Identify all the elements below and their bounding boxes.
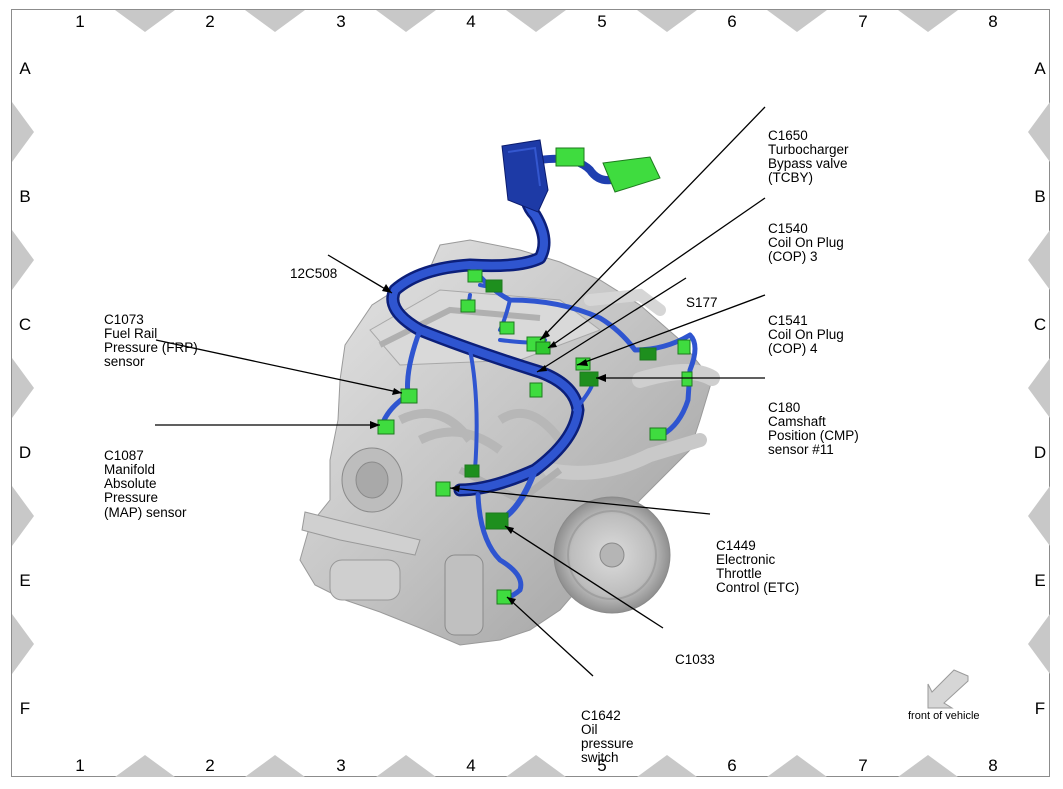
grid-marker-left-1	[12, 230, 34, 290]
leader-arrowheads	[370, 284, 606, 605]
grid-marker-right-2	[1028, 358, 1050, 418]
grid-column-7-top: 7	[858, 12, 868, 31]
grid-column-8-top: 8	[988, 12, 998, 31]
grid-column-3-bottom: 3	[336, 756, 346, 775]
grid-marker-bottom-5	[767, 755, 827, 777]
connector-c1033	[485, 512, 509, 530]
grid-row-E-left: E	[19, 571, 31, 590]
grid-row-B-right: B	[1034, 187, 1046, 206]
grid-column-2-bottom: 2	[205, 756, 215, 775]
grid-marker-right-1	[1028, 230, 1050, 290]
grid-row-A-left: A	[19, 59, 31, 78]
connector-c1449	[435, 481, 451, 497]
grid-column-6-bottom: 6	[727, 756, 737, 775]
grid-marker-bottom-0	[115, 755, 175, 777]
connectors	[377, 147, 693, 605]
grid-row-E-right: E	[1034, 571, 1046, 590]
grid-column-5-top: 5	[597, 12, 607, 31]
grid-column-8-bottom: 8	[988, 756, 998, 775]
leader-lines	[155, 106, 766, 677]
grid-column-1-bottom: 1	[75, 756, 85, 775]
grid-row-D-left: D	[18, 443, 32, 462]
front-of-vehicle-label: front of vehicle	[908, 710, 980, 722]
callout-c1033: C1033	[675, 651, 715, 667]
connector-top-right	[602, 156, 661, 193]
connector-c1073	[400, 388, 418, 404]
grid-marker-left-3	[12, 486, 34, 546]
grid-column-3-top: 3	[336, 12, 346, 31]
grid-marker-right-0	[1028, 102, 1050, 162]
grid-marker-top-4	[637, 10, 697, 32]
grid-row-C-left: C	[18, 315, 32, 334]
grid-marker-bottom-3	[506, 755, 566, 777]
grid-column-5-bottom: 5	[597, 756, 607, 775]
connector-c1087	[377, 419, 395, 435]
grid-marker-bottom-6	[898, 755, 958, 777]
connector-c1540	[535, 341, 551, 355]
grid-marker-left-0	[12, 102, 34, 162]
grid-row-F-left: F	[19, 699, 31, 718]
grid-row-C-right: C	[1033, 315, 1047, 334]
grid-marker-bottom-4	[637, 755, 697, 777]
grid-marker-bottom-1	[245, 755, 305, 777]
grid-column-6-top: 6	[727, 12, 737, 31]
grid-row-B-left: B	[19, 187, 31, 206]
grid-marker-top-6	[898, 10, 958, 32]
grid-row-A-right: A	[1034, 59, 1046, 78]
connector-top-left	[555, 147, 585, 167]
grid-row-F-right: F	[1034, 699, 1046, 718]
grid-marker-top-1	[245, 10, 305, 32]
callout-s177: S177	[686, 294, 718, 310]
grid-marker-right-3	[1028, 486, 1050, 546]
pcm-module	[501, 139, 549, 213]
grid-marker-bottom-2	[376, 755, 436, 777]
grid-marker-top-5	[767, 10, 827, 32]
grid-marker-top-3	[506, 10, 566, 32]
grid-row-D-right: D	[1033, 443, 1047, 462]
grid-column-1-top: 1	[75, 12, 85, 31]
grid-column-2-top: 2	[205, 12, 215, 31]
connector-c180	[579, 371, 599, 387]
grid-markers	[12, 10, 1050, 777]
grid-marker-left-4	[12, 614, 34, 674]
grid-column-4-bottom: 4	[466, 756, 476, 775]
connector-c1642	[496, 589, 512, 605]
grid-marker-left-2	[12, 358, 34, 418]
grid-marker-top-2	[376, 10, 436, 32]
engine-body	[299, 239, 720, 646]
callout-12c508: 12C508	[290, 265, 338, 281]
grid-column-7-bottom: 7	[858, 756, 868, 775]
grid-marker-top-0	[115, 10, 175, 32]
grid-column-4-top: 4	[466, 12, 476, 31]
front-of-vehicle-arrow-icon	[927, 669, 969, 709]
grid-marker-right-4	[1028, 614, 1050, 674]
